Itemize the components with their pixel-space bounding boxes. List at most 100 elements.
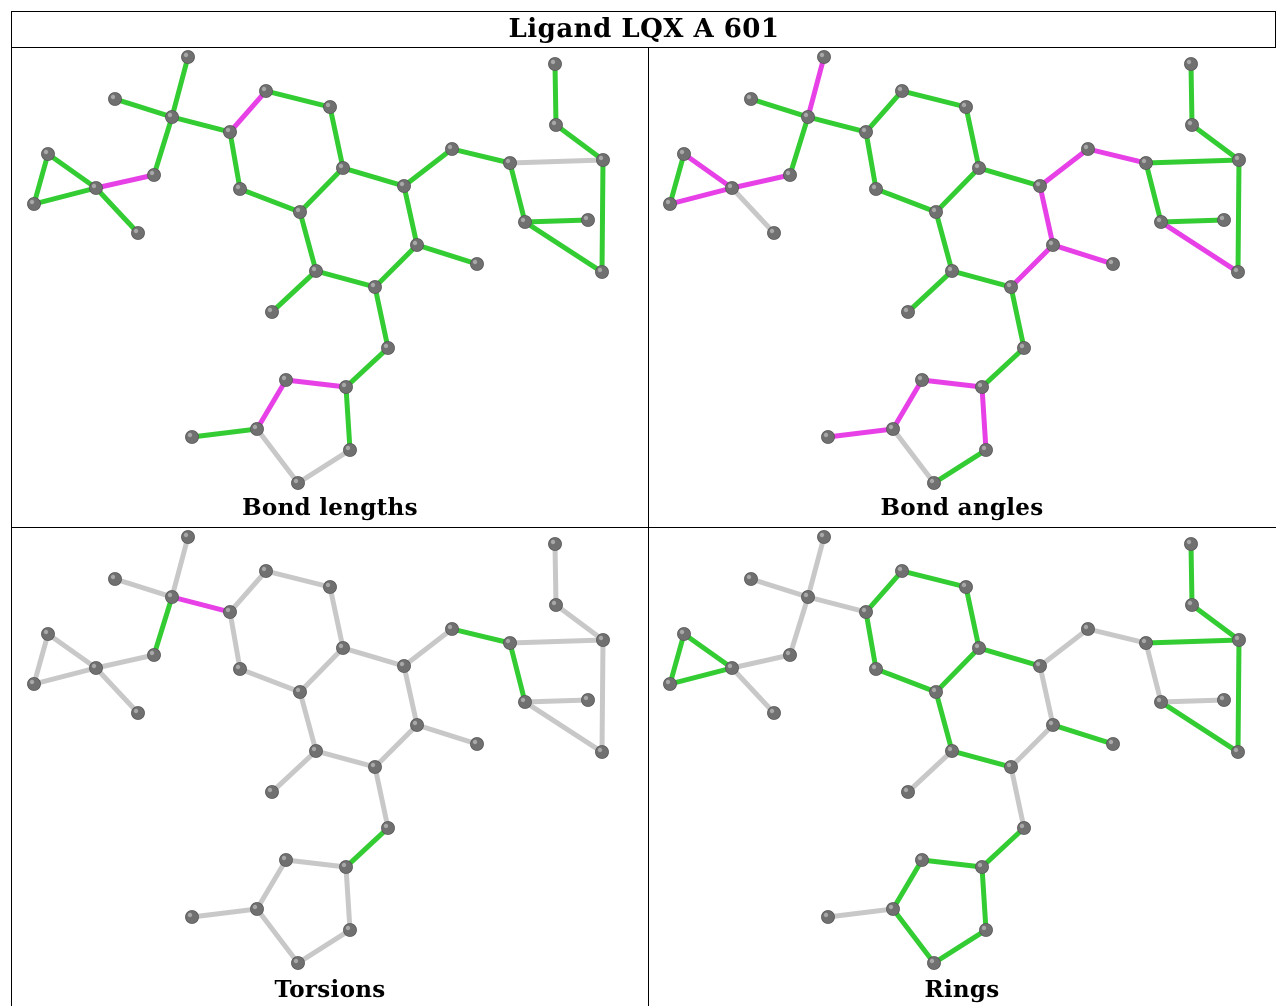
bond [1143, 640, 1164, 705]
atom [979, 923, 993, 937]
atom [223, 125, 237, 139]
atom [1004, 280, 1018, 294]
atom [309, 264, 323, 278]
atom [41, 147, 55, 161]
atom [801, 110, 815, 124]
atom-highlight [665, 199, 671, 205]
bond [1050, 242, 1116, 267]
atom [181, 530, 195, 544]
atom [368, 760, 382, 774]
atom [1017, 821, 1031, 835]
atom [108, 572, 122, 586]
bond [263, 568, 333, 590]
bond [227, 568, 269, 615]
bond [805, 534, 827, 600]
atom-highlight [961, 582, 967, 588]
atom-highlight [325, 102, 331, 108]
atom [895, 564, 909, 578]
bond [169, 534, 191, 600]
atom-highlight [472, 739, 478, 745]
molecule-bond-lengths [27, 50, 610, 490]
bond [1085, 626, 1149, 646]
atom-highlight [903, 787, 909, 793]
caption-bond-angles: Bond angles [880, 494, 1044, 521]
atom-highlight [861, 127, 867, 133]
atom-highlight [29, 679, 35, 685]
bond [507, 160, 528, 225]
atom-highlight [281, 375, 287, 381]
atom-highlight [1234, 635, 1240, 641]
atom-highlight [187, 912, 193, 918]
atom-highlight [1156, 697, 1162, 703]
atom-highlight [1006, 282, 1012, 288]
atom-highlight [974, 643, 980, 649]
atom [343, 923, 357, 937]
bond [1008, 764, 1027, 831]
atom [1106, 257, 1120, 271]
bond [825, 906, 896, 920]
bond [599, 157, 606, 275]
atom-highlight [769, 708, 775, 714]
atom-highlight [183, 532, 189, 538]
atom [945, 264, 959, 278]
bond [681, 631, 735, 671]
atom-highlight [295, 687, 301, 693]
atom [233, 182, 247, 196]
bond [372, 722, 420, 770]
bond [401, 663, 420, 728]
bond [1085, 146, 1149, 166]
atom [445, 622, 459, 636]
bond [227, 88, 269, 135]
bond [254, 377, 289, 432]
atom-highlight [43, 629, 49, 635]
bond [283, 377, 349, 390]
atom [27, 197, 41, 211]
atom [1139, 636, 1153, 650]
atom [886, 902, 900, 916]
atom-highlight [91, 663, 97, 669]
bond [449, 146, 513, 166]
atom-highlight [1186, 59, 1192, 65]
bond [825, 426, 896, 440]
atom-highlight [225, 127, 231, 133]
atom-highlight [1219, 215, 1225, 221]
atom [744, 572, 758, 586]
bond [269, 748, 319, 795]
atom-highlight [929, 478, 935, 484]
atom [265, 785, 279, 799]
bond [340, 645, 407, 669]
bond [979, 864, 989, 933]
atom [901, 305, 915, 319]
atom-highlight [769, 228, 775, 234]
atom-highlight [981, 445, 987, 451]
bond [372, 764, 391, 831]
atom-highlight [225, 607, 231, 613]
atom [1231, 745, 1245, 759]
bond [667, 151, 687, 207]
atom [381, 821, 395, 835]
bond [873, 186, 939, 215]
bond [805, 114, 869, 135]
atom [1231, 265, 1245, 279]
bond [237, 186, 303, 215]
atom-highlight [383, 343, 389, 349]
atom [291, 476, 305, 490]
atom [89, 661, 103, 675]
bond [553, 602, 606, 643]
atom-highlight [917, 855, 923, 861]
atom-highlight [261, 86, 267, 92]
bond [1158, 697, 1227, 705]
atom-highlight [338, 643, 344, 649]
column-divider [648, 47, 649, 1006]
atom-highlight [947, 746, 953, 752]
atom-highlight [149, 650, 155, 656]
atom [518, 695, 532, 709]
atom-highlight [235, 184, 241, 190]
atom [336, 161, 350, 175]
atom [767, 706, 781, 720]
atom [1184, 57, 1198, 71]
bond [979, 384, 989, 453]
atom [41, 627, 55, 641]
atom-highlight [149, 170, 155, 176]
bond [667, 631, 687, 687]
